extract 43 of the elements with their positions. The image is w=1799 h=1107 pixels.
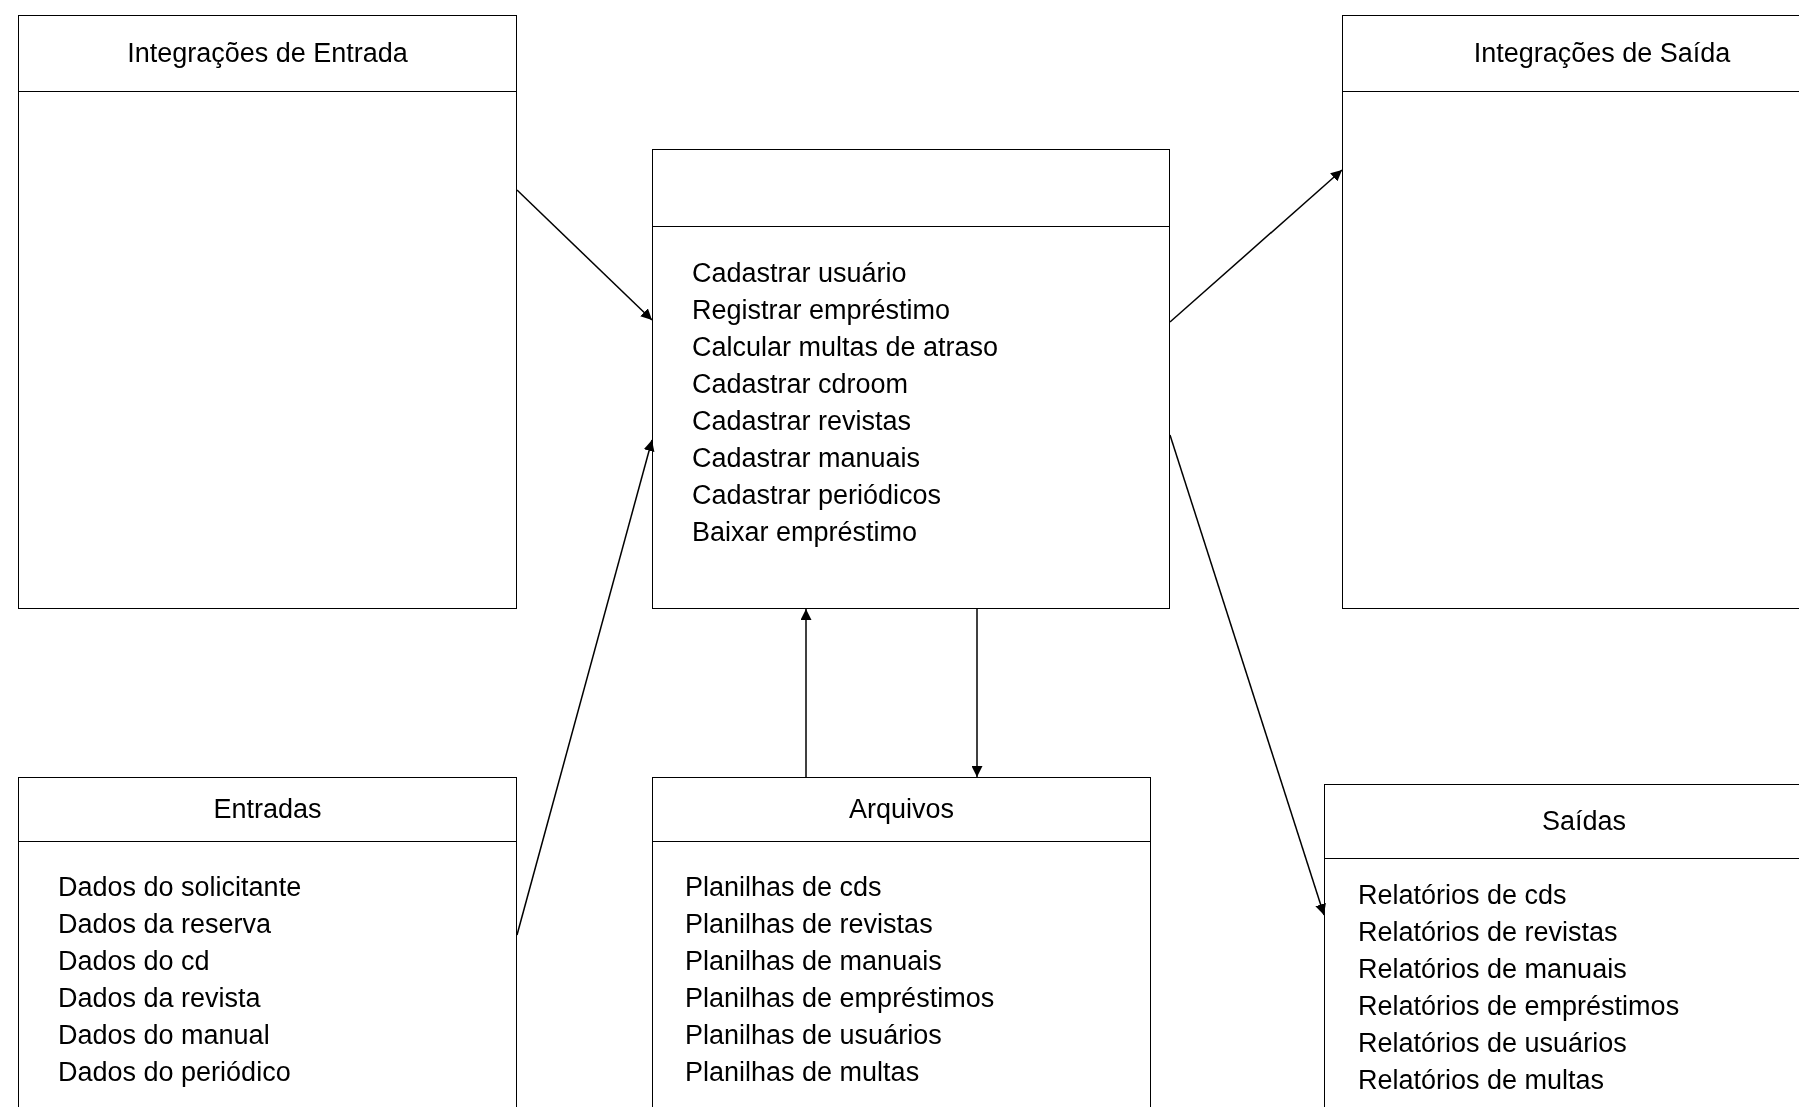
list-item: Cadastrar manuais (692, 442, 921, 475)
arrow (971, 608, 983, 778)
list-item: Relatórios de cds (1358, 879, 1567, 912)
list-item: Relatórios de revistas (1358, 916, 1618, 949)
box-title: Arquivos (848, 796, 954, 823)
list-item: Dados do cd (58, 945, 210, 978)
list-item: Cadastrar usuário (692, 257, 907, 290)
panel-box (18, 15, 517, 609)
list-item: Relatórios de empréstimos (1358, 990, 1680, 1023)
list-item: Planilhas de empréstimos (685, 982, 995, 1015)
list-item: Cadastrar periódicos (692, 479, 942, 512)
arrow (516, 189, 653, 321)
list-item: Dados do periódico (58, 1056, 291, 1089)
list-item: Planilhas de manuais (685, 945, 942, 978)
box-title: Integrações de Entrada (127, 40, 408, 67)
panel-box (1342, 15, 1799, 609)
list-item: Relatórios de manuais (1358, 953, 1627, 986)
panel-box (652, 777, 1151, 1107)
box-title: Integrações de Saída (1473, 40, 1731, 67)
list-item: Dados do manual (58, 1019, 270, 1052)
list-item: Dados da reserva (58, 908, 272, 941)
list-item: Dados da revista (58, 982, 261, 1015)
panel-box (18, 777, 517, 1107)
box-title: Entradas (213, 796, 322, 823)
box-title: Saídas (1541, 808, 1627, 835)
list-item: Calcular multas de atraso (692, 331, 999, 364)
list-item: Cadastrar cdroom (692, 368, 909, 401)
panel-box (1324, 784, 1799, 1107)
arrow (1169, 434, 1326, 916)
list-item: Planilhas de revistas (685, 908, 933, 941)
arrow (800, 608, 812, 778)
list-item: Relatórios de usuários (1358, 1027, 1627, 1060)
list-item: Registrar empréstimo (692, 294, 951, 327)
list-item: Relatórios de multas (1358, 1064, 1605, 1097)
list-item: Dados do solicitante (58, 871, 302, 904)
list-item: Baixar empréstimo (692, 516, 918, 549)
list-item: Planilhas de usuários (685, 1019, 942, 1052)
arrow (1169, 169, 1343, 323)
list-item: Planilhas de cds (685, 871, 882, 904)
panel-box (652, 149, 1170, 609)
list-item: Planilhas de multas (685, 1056, 920, 1089)
arrow (516, 439, 655, 936)
list-item: Cadastrar revistas (692, 405, 912, 438)
